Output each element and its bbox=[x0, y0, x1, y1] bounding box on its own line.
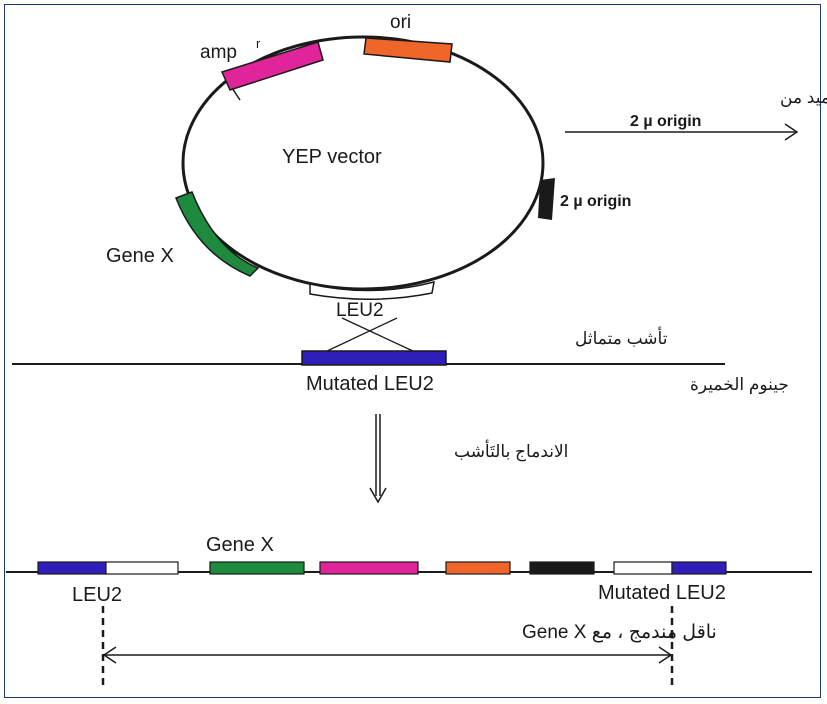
amp-superscript: r bbox=[256, 36, 261, 51]
amp-segment bbox=[220, 41, 324, 91]
span-arrowhead-right bbox=[658, 646, 673, 664]
plasmid-ring bbox=[181, 35, 545, 291]
result-leu2-right bbox=[613, 561, 673, 575]
amp-label: amp bbox=[200, 42, 237, 63]
two-micron-label: 2 µ origin bbox=[560, 193, 631, 210]
result-gene-x-label: Gene X bbox=[206, 534, 274, 556]
figure-frame bbox=[4, 4, 821, 698]
result-mutated-left bbox=[37, 561, 107, 575]
crossover-line-1 bbox=[341, 317, 416, 353]
result-amp bbox=[319, 561, 419, 575]
plasmid-leu2-segment bbox=[309, 280, 435, 300]
side-note-arabic: يتضاعف كبلازميد من bbox=[780, 88, 827, 107]
side-note-arrowhead bbox=[784, 123, 799, 141]
result-mutated-right bbox=[671, 561, 727, 575]
result-two-micron bbox=[529, 561, 595, 575]
side-note-subtitle: 2 µ origin bbox=[630, 113, 701, 130]
result-gene-x bbox=[209, 561, 305, 575]
ori-label: ori bbox=[390, 12, 411, 33]
plasmid-name: YEP vector bbox=[282, 146, 382, 168]
genome-mutated-leu2 bbox=[301, 350, 447, 366]
crossover-line-2 bbox=[324, 317, 398, 353]
two-micron-segment bbox=[538, 178, 555, 220]
genome-mutated-label: Mutated LEU2 bbox=[306, 373, 434, 395]
span-label: ناقل مندمج ، مع Gene X bbox=[522, 622, 717, 643]
result-right-label: Mutated LEU2 bbox=[598, 582, 726, 604]
gene-x-segment bbox=[175, 191, 260, 277]
span-arrowhead-left bbox=[102, 646, 117, 664]
result-leu2-left bbox=[105, 561, 179, 575]
integration-label: الاندماج بالتَأشب bbox=[454, 439, 568, 462]
ori-segment bbox=[363, 37, 453, 63]
plasmid-leu2-label: LEU2 bbox=[336, 300, 384, 321]
result-left-label: LEU2 bbox=[72, 584, 122, 606]
result-ori bbox=[445, 561, 511, 575]
gene-x-label: Gene X bbox=[106, 245, 174, 267]
integration-arrowhead bbox=[369, 487, 387, 504]
crossover-label: تأشب متماثل bbox=[575, 326, 668, 348]
genome-label: جينوم الخميرة bbox=[690, 375, 789, 394]
amp-tick bbox=[231, 87, 241, 101]
